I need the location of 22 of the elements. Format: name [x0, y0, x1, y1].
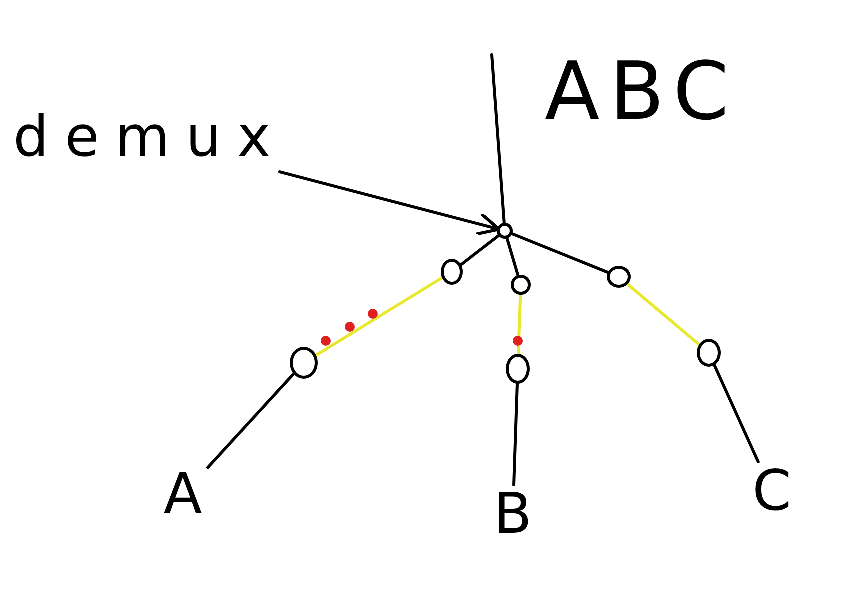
junction-circle	[697, 339, 721, 367]
signal-label: ABC	[545, 52, 740, 132]
junction-circle	[506, 354, 530, 384]
node-label: C	[747, 462, 797, 522]
junction-circle	[511, 275, 531, 295]
connector-line	[314, 276, 444, 357]
connector-line	[713, 364, 760, 464]
connector-line	[512, 382, 519, 486]
connector-line	[517, 294, 522, 356]
node-label: A	[158, 465, 208, 525]
junction-circle	[290, 347, 318, 379]
connector-line	[490, 54, 506, 225]
arrow	[278, 170, 501, 236]
connector-line	[460, 234, 500, 266]
connector-line	[506, 237, 520, 277]
junction-circle	[497, 223, 513, 239]
junction-circle	[441, 259, 463, 285]
junction-circle	[607, 266, 631, 288]
node-label: B	[488, 485, 538, 545]
connector-line	[626, 282, 701, 346]
connector-line	[206, 372, 296, 470]
connector-line	[510, 232, 610, 274]
